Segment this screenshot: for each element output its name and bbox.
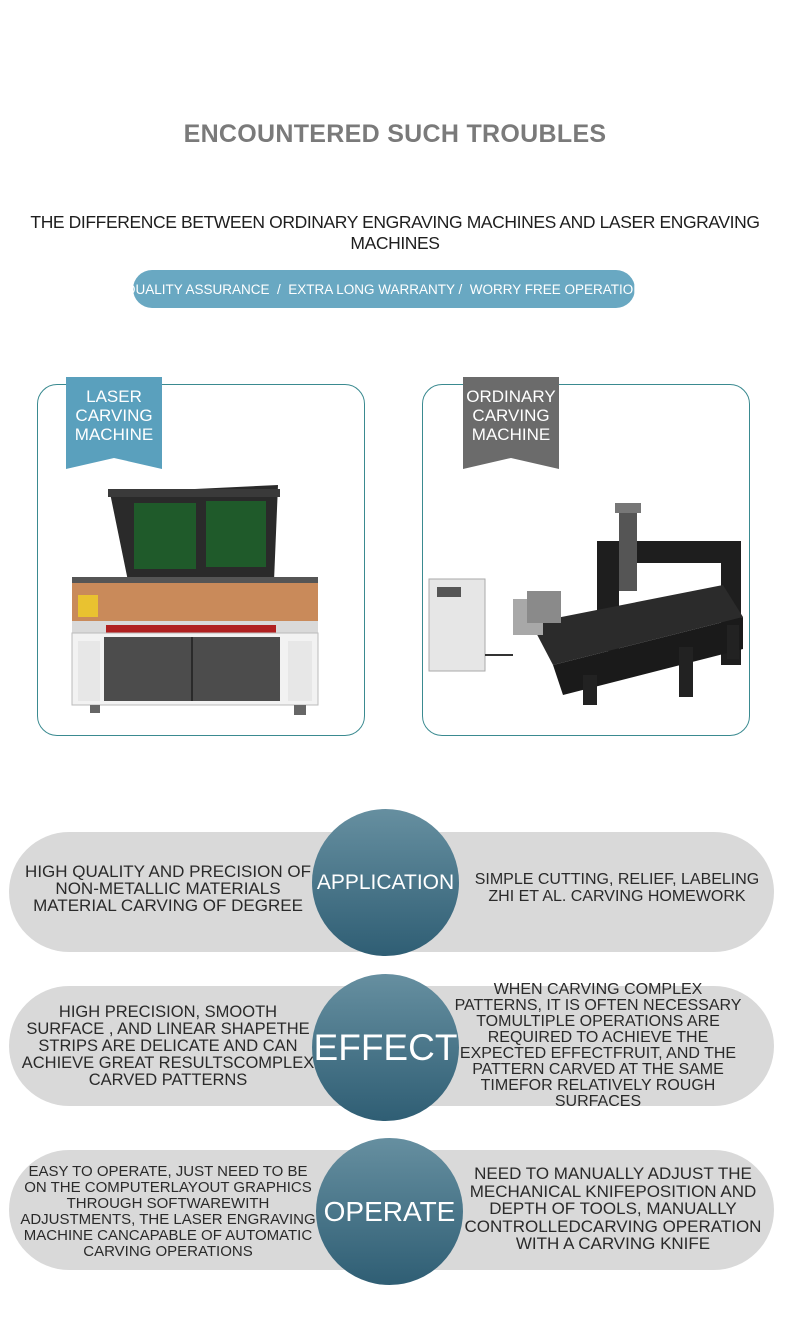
ribbon-line: MACHINE (74, 425, 154, 444)
effect-label: EFFECT (313, 1026, 458, 1068)
effect-circle: EFFECT (312, 974, 459, 1121)
ribbon-line: CARVING (472, 406, 550, 425)
page-heading: ENCOUNTERED SUCH TROUBLES (183, 120, 607, 148)
ribbon-line: LASER (86, 387, 142, 406)
application-ordinary-text: SIMPLE CUTTING, RELIEF, LABELING ZHI ET … (474, 871, 760, 905)
assurance-banner: QUALITY ASSURANCE / EXTRA LONG WARRANTY … (125, 270, 643, 308)
laser-machine-card: LASER CARVING MACHINE (37, 377, 365, 736)
ordinary-machine-image (428, 503, 743, 705)
ribbon-line: ORDINARY (466, 387, 556, 406)
laser-machine-image (71, 485, 319, 715)
application-laser-text: HIGH QUALITY AND PRECISION OF NON-METALL… (25, 861, 311, 915)
operate-ordinary-text: NEED TO MANUALLY ADJUST THE MECHANICAL K… (464, 1164, 762, 1254)
effect-ordinary-text: WHEN CARVING COMPLEX PATTERNS, IT IS OFT… (454, 981, 742, 1110)
ribbon-line: CARVING (75, 406, 153, 425)
page-subheading: THE DIFFERENCE BETWEEN ORDINARY ENGRAVIN… (30, 212, 760, 253)
application-label: APPLICATION (316, 870, 455, 894)
effect-laser-text: HIGH PRECISION, SMOOTH SURFACE , AND LIN… (21, 1002, 315, 1089)
laser-machine-ribbon: LASER CARVING MACHINE (66, 377, 162, 469)
operate-label: OPERATE (323, 1195, 456, 1227)
operate-laser-text: EASY TO OPERATE, JUST NEED TO BE ON THE … (20, 1163, 316, 1260)
ribbon-line: MACHINE (471, 425, 551, 444)
ordinary-machine-card: ORDINARY CARVING MACHINE (422, 377, 750, 736)
application-circle: APPLICATION (312, 809, 459, 956)
ordinary-machine-ribbon: ORDINARY CARVING MACHINE (463, 377, 559, 469)
operate-circle: OPERATE (316, 1138, 463, 1285)
